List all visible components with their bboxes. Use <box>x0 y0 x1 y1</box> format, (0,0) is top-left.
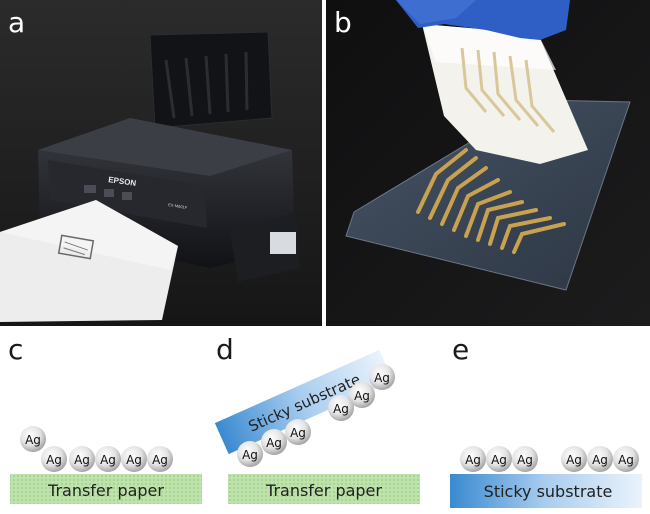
svg-text:Ag: Ag <box>566 453 582 467</box>
ag-particle: Ag <box>95 446 121 472</box>
svg-text:Ag: Ag <box>242 448 258 462</box>
printed-paper <box>0 200 178 322</box>
printer-button <box>104 189 114 197</box>
panel-e: e Sticky substrate Ag Ag Ag Ag Ag Ag <box>450 333 642 508</box>
svg-text:Ag: Ag <box>126 453 142 467</box>
ag-particle: Ag <box>369 364 395 390</box>
printer-brand: EPSON <box>108 175 137 188</box>
svg-text:Ag: Ag <box>266 436 282 450</box>
panel-label-b: b <box>334 6 352 39</box>
svg-text:Ag: Ag <box>465 453 481 467</box>
panel-label-d: d <box>216 333 234 366</box>
transfer-paper-label-d: Transfer paper <box>265 481 382 500</box>
ag-particle: Ag <box>147 446 173 472</box>
svg-text:Ag: Ag <box>74 453 90 467</box>
paper-tray <box>149 31 273 129</box>
svg-text:Ag: Ag <box>100 453 116 467</box>
ink-tank-window <box>270 232 296 254</box>
svg-text:Ag: Ag <box>46 453 62 467</box>
ag-particle: Ag <box>460 446 486 472</box>
printer-button <box>84 185 96 193</box>
svg-text:Ag: Ag <box>354 389 370 403</box>
ag-particle: Ag <box>349 382 375 408</box>
ag-particle: Ag <box>121 446 147 472</box>
transferred-circuit <box>416 148 566 254</box>
svg-text:Ag: Ag <box>592 453 608 467</box>
sticky-substrate-e <box>450 474 642 508</box>
sticky-substrate-d <box>214 349 394 455</box>
sticky-substrate-label-e: Sticky substrate <box>484 482 613 501</box>
transfer-paper-label-c: Transfer paper <box>47 481 164 500</box>
ag-particle: Ag <box>328 395 354 421</box>
panel-d: d Transfer paper Sticky substrate Ag Ag … <box>214 333 420 504</box>
panel-label-c: c <box>8 333 23 366</box>
blue-glove <box>396 0 570 40</box>
ag-particle: Ag <box>41 446 67 472</box>
svg-text:Ag: Ag <box>491 453 507 467</box>
transfer-paper-d <box>228 474 420 504</box>
svg-text:Ag: Ag <box>290 426 306 440</box>
printer-button <box>122 192 132 200</box>
ag-particle: Ag <box>512 446 538 472</box>
svg-text:Ag: Ag <box>374 371 390 385</box>
printer-photo: EPSON EX-M601F a <box>0 0 322 326</box>
svg-text:Ag: Ag <box>152 453 168 467</box>
panel-label-e: e <box>452 333 469 366</box>
svg-text:Ag: Ag <box>517 453 533 467</box>
ag-particle: Ag <box>613 446 639 472</box>
panel-c: c Transfer paper Ag Ag Ag Ag Ag Ag <box>8 333 202 504</box>
ag-particle: Ag <box>69 446 95 472</box>
ag-particle: Ag <box>261 429 287 455</box>
transfer-schematic: c Transfer paper Ag Ag Ag Ag Ag Ag d Tra… <box>8 333 642 508</box>
ag-particle: Ag <box>587 446 613 472</box>
svg-text:Ag: Ag <box>25 433 41 447</box>
svg-text:Ag: Ag <box>618 453 634 467</box>
ag-particle: Ag <box>285 419 311 445</box>
printer-model: EX-M601F <box>168 202 188 210</box>
ag-particle: Ag <box>237 441 263 467</box>
ag-particle: Ag <box>561 446 587 472</box>
panel-label-a: a <box>8 6 25 39</box>
svg-text:Ag: Ag <box>333 402 349 416</box>
transfer-paper-c <box>10 474 202 504</box>
ag-particle: Ag <box>20 426 46 452</box>
transfer-photo: b <box>326 0 650 326</box>
ag-particle: Ag <box>486 446 512 472</box>
